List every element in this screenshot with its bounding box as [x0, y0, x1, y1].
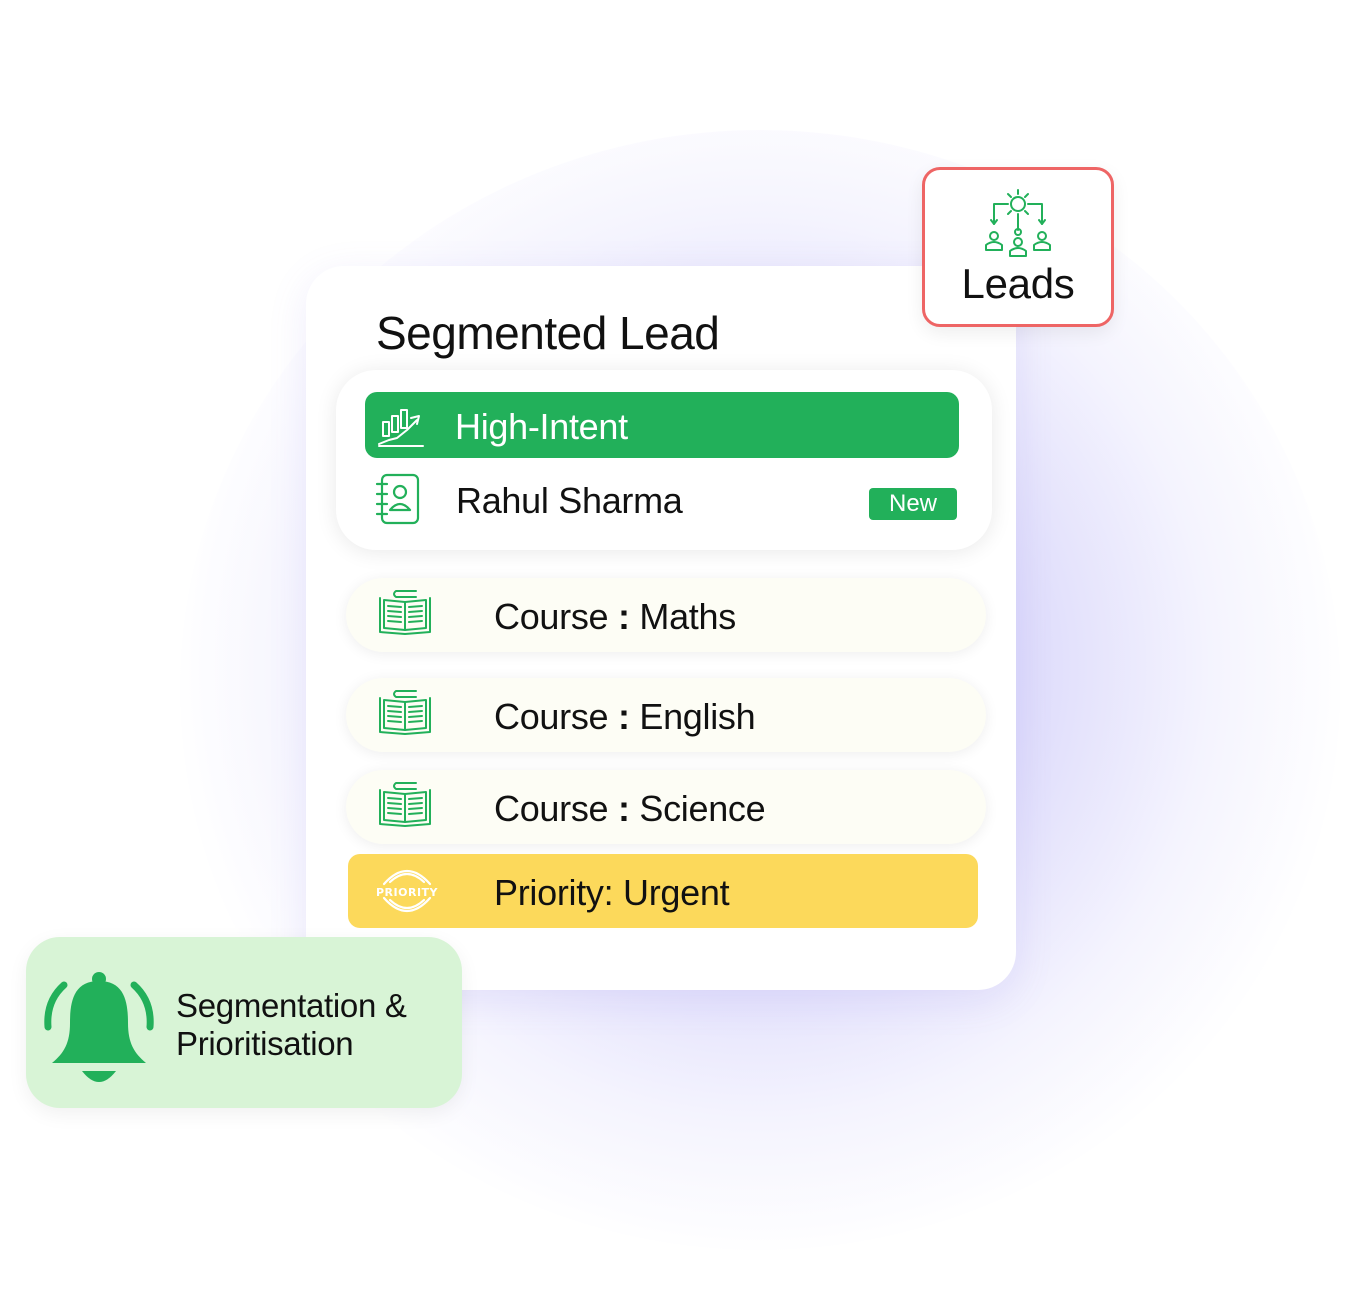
course-row-science[interactable]: Course : Science — [346, 770, 986, 844]
course-row-english[interactable]: Course : English — [346, 678, 986, 752]
growth-chart-icon — [377, 402, 425, 448]
segment-label: High-Intent — [455, 406, 628, 447]
course-label: Course : Maths — [494, 596, 736, 637]
leads-card[interactable]: Leads — [922, 167, 1114, 327]
open-book-icon — [376, 780, 434, 830]
contact-name: Rahul Sharma — [456, 480, 683, 521]
priority-stamp-icon: PRIORITY — [376, 866, 438, 916]
card-title: Segmented Lead — [376, 307, 720, 359]
lead-box: High-Intent Rahul Sharma New — [336, 370, 992, 550]
segmentation-line-2: Prioritisation — [176, 1025, 354, 1062]
contact-book-icon — [374, 472, 422, 526]
open-book-icon — [376, 688, 434, 738]
course-label: Course : Science — [494, 788, 766, 829]
priority-label: Priority: Urgent — [494, 872, 730, 913]
leads-label: Leads — [961, 260, 1075, 307]
priority-stamp-text: PRIORITY — [376, 886, 438, 899]
segmented-lead-card: Segmented Lead High-Intent — [306, 266, 1016, 990]
segmentation-line-1: Segmentation & — [176, 987, 407, 1024]
open-book-icon — [376, 588, 434, 638]
new-badge: New — [869, 488, 957, 520]
contact-row[interactable]: Rahul Sharma New — [336, 468, 992, 538]
course-label: Course : English — [494, 696, 756, 737]
priority-row[interactable]: PRIORITY Priority: Urgent — [348, 854, 978, 928]
segment-high-intent[interactable]: High-Intent — [365, 392, 959, 458]
team-network-icon — [980, 184, 1056, 260]
bell-icon — [44, 971, 154, 1091]
segmentation-label: Segmentation & Prioritisation — [176, 987, 456, 1063]
course-row-maths[interactable]: Course : Maths — [346, 578, 986, 652]
segmentation-card[interactable]: Segmentation & Prioritisation — [26, 937, 462, 1108]
